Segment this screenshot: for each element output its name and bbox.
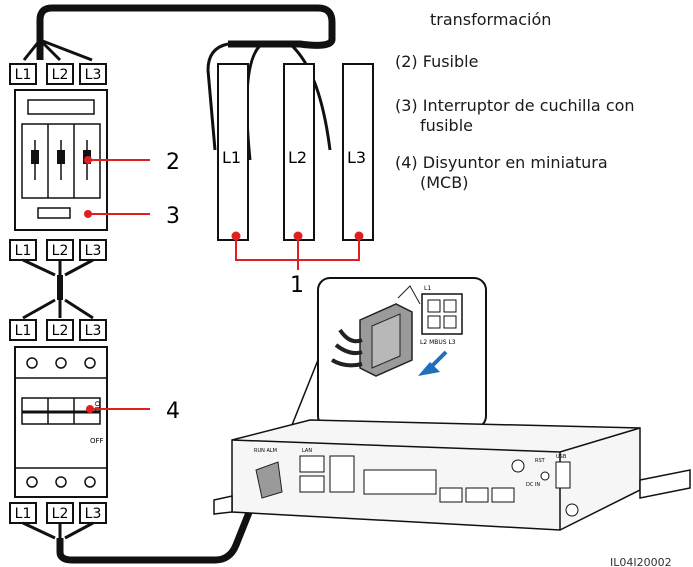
label-l1: L1 (15, 243, 32, 259)
ct-label-l1: L1 (222, 148, 241, 167)
label-l1: L1 (15, 323, 32, 339)
callout-2: 2 (166, 150, 180, 175)
fuse-bottom-phase-labels: L1 L2 L3 (9, 239, 107, 261)
device-dc-in: DC IN (526, 482, 540, 488)
mcb-bottom-phase-labels: L1 L2 L3 (9, 502, 107, 524)
label-l3: L3 (85, 243, 102, 259)
inset-mbus: L2 MBUS L3 (420, 339, 456, 346)
label-l2: L2 (52, 323, 69, 339)
device-run-alm: RUN ALM (254, 448, 277, 454)
callout-1-lines (231, 231, 364, 270)
callout-1: 1 (290, 273, 304, 298)
connector-inset: L1 L2 MBUS L3 (317, 277, 487, 429)
fuse-element-1 (31, 140, 39, 180)
mcb-top-phase-labels: L1 L2 L3 (9, 319, 107, 341)
fuse-top-phase-labels: L1 L2 L3 (9, 63, 107, 85)
label-l3: L3 (85, 323, 102, 339)
callout-3: 3 (166, 204, 180, 229)
mcb-off-label: OFF (90, 437, 104, 445)
label-l1: L1 (15, 67, 32, 83)
bottom-cable (56, 508, 254, 564)
miniature-circuit-breaker: ON OFF (14, 346, 108, 498)
mcb-on-label: ON (93, 401, 101, 412)
current-transformers: L1 L2 L3 (217, 63, 374, 241)
label-l3: L3 (85, 67, 102, 83)
ct-label-l2: L2 (288, 148, 307, 167)
top-cable (36, 4, 336, 60)
ct-label-l3: L3 (347, 148, 366, 167)
device-lan: LAN (302, 448, 312, 454)
label-l2: L2 (52, 67, 69, 83)
label-l1: L1 (15, 506, 32, 522)
label-l2: L2 (52, 243, 69, 259)
callout-4: 4 (166, 399, 180, 424)
figure-id: IL04I20002 (610, 556, 672, 567)
label-l2: L2 (52, 506, 69, 522)
label-l3: L3 (85, 506, 102, 522)
device-usb: USB (556, 454, 567, 460)
fuse-element-2 (57, 140, 65, 180)
device-rst: RST (535, 458, 546, 464)
smart-logger-device: RUN ALM LAN USB DC IN RST (213, 419, 691, 531)
inset-l1: L1 (424, 285, 431, 292)
